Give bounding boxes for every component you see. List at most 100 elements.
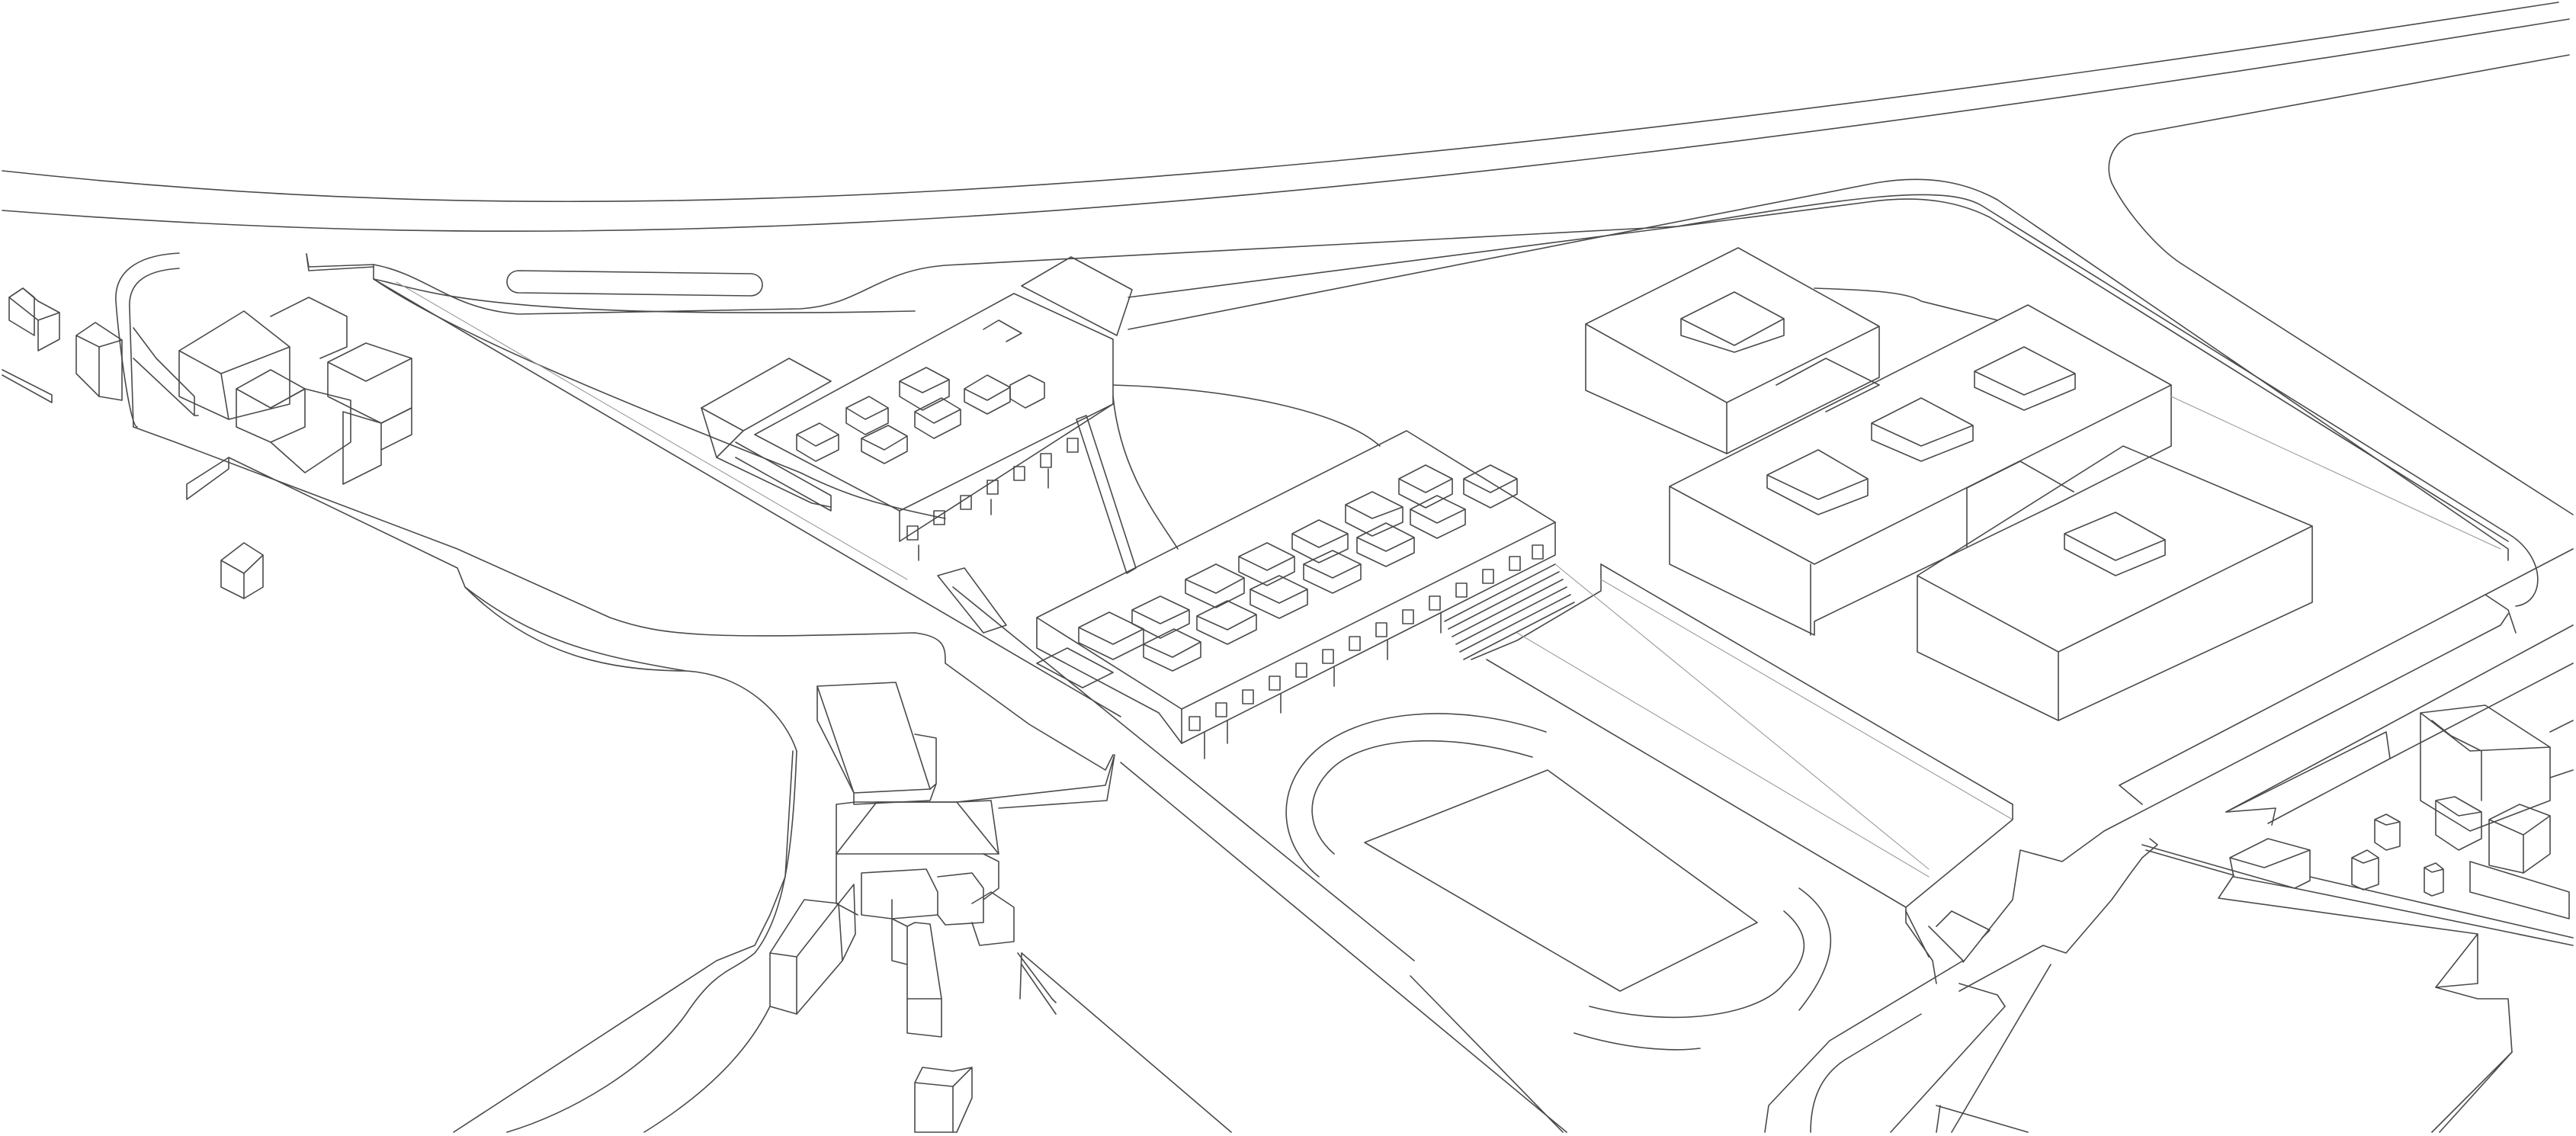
west-corner-curve-2 (133, 358, 199, 416)
field-pitch (1364, 769, 1758, 992)
step (1463, 602, 1575, 660)
upper-wing-windows (906, 438, 1079, 541)
street-lower-edge (1128, 178, 2509, 561)
block-3-roofbox (2064, 512, 2166, 576)
step (1459, 594, 1571, 653)
roof-box-3 (861, 425, 908, 464)
west-road-inner (129, 268, 180, 428)
connecting-ramp (1076, 415, 1137, 574)
block-left-annex (838, 884, 856, 961)
lower-parcel-3 (2439, 1051, 2513, 1133)
block-left (769, 899, 843, 1015)
window (1455, 582, 1468, 598)
roof-box-2 (845, 396, 889, 435)
annex-4 (971, 891, 1015, 946)
misc-connectors (133, 253, 1057, 1015)
house-5 (236, 369, 306, 443)
block-2-inner (1776, 358, 1880, 412)
parcel-edge-3 (1936, 910, 1991, 939)
lower-parcel-4 (1936, 1105, 1941, 1133)
lower-parcel-2 (2435, 933, 2478, 988)
house-9 (380, 407, 412, 451)
west-road-ribbon-2 (373, 278, 946, 519)
lower-roof-box-4 (1185, 563, 1245, 608)
road-edge-3 (2134, 54, 2570, 135)
left-fragment (2, 369, 53, 403)
block-3 (1917, 445, 2313, 721)
annex-2 (937, 872, 984, 926)
tall-building-wing (914, 733, 937, 790)
lower-roof-box-3 (1143, 628, 1201, 672)
window (1402, 609, 1414, 624)
roof-box-6 (964, 374, 1011, 415)
street-right-2 (1951, 964, 2051, 1133)
track-arc-lower-inner (1589, 910, 1805, 1019)
lower-school-wing (1036, 430, 2013, 908)
tall-building-side (816, 685, 937, 805)
upper-left-gate (306, 253, 374, 271)
window (1242, 689, 1254, 704)
lower-wing-windows (1189, 544, 1544, 731)
street-lines (115, 178, 2539, 771)
right-building-1 (2229, 838, 2311, 889)
window (1375, 622, 1387, 637)
window (960, 495, 972, 510)
lower-roof-box-9 (1303, 550, 1362, 594)
small-pavilion (220, 542, 264, 599)
diagonal-line-1 (373, 278, 1121, 717)
house-6 (270, 388, 351, 473)
street-right-1 (1958, 857, 2143, 992)
annex-3 (983, 853, 999, 900)
street-right-4 (1936, 1105, 2029, 1133)
right-road-6 (2309, 876, 2574, 939)
roof-box-4 (899, 367, 950, 411)
lower-center-buildings (453, 682, 1115, 1133)
upper-wing-tail-front (701, 407, 744, 458)
right-building-7 (2488, 804, 2551, 874)
right-building-2 (2225, 731, 2391, 824)
lower-parcel (2145, 849, 2513, 1133)
window (1269, 676, 1281, 691)
road-edge-4 (2108, 133, 2574, 515)
house-3 (178, 310, 290, 420)
lower-roof-box-14 (1463, 464, 1518, 509)
roof-box-8 (983, 319, 1022, 342)
kiosk-3 (2424, 862, 2444, 897)
lower-roof-box-1 (1078, 611, 1144, 660)
track-arc-lower-outer (1798, 887, 1832, 1011)
top-road-curves (2, 2, 2574, 515)
block-2-roofbox-2 (1871, 397, 1974, 462)
annex-1 (861, 868, 938, 919)
bottom-right-town (1764, 548, 2574, 1133)
tall-building-top (816, 682, 931, 794)
stair-steps (1444, 563, 1575, 660)
window (1013, 466, 1025, 481)
window (986, 480, 999, 495)
house-8 (342, 411, 382, 485)
block-2-mid (1966, 460, 2074, 493)
block-2 (1669, 304, 2172, 636)
right-building-4 (2420, 704, 2551, 832)
parcel-edge-1 (1905, 804, 2013, 984)
lower-roof-box-5 (1196, 600, 1257, 645)
diagonal-street-1 (133, 426, 1114, 771)
terrace-line-3 (1554, 563, 1930, 870)
diagonal-street-2 (228, 457, 797, 752)
diagonal-street-3 (464, 586, 687, 672)
upper-wing-roof (754, 293, 1114, 512)
window (933, 510, 945, 525)
lower-roof-box-7 (1250, 575, 1308, 619)
block-2-roofbox-3 (1974, 346, 2076, 411)
track-arc-upper-outer (1285, 713, 1547, 878)
hall-roof (836, 800, 999, 855)
courtyard-arc-2 (1112, 396, 1179, 550)
plaza-edge-2 (2119, 594, 2517, 786)
plaza-edge-3 (2119, 785, 2143, 805)
window (1189, 716, 1201, 731)
right-road-4 (2549, 720, 2574, 733)
tower-a (891, 899, 908, 965)
window (1322, 649, 1334, 664)
parcel-edge-4 (1764, 926, 1964, 1133)
parcel-edge-2 (1905, 910, 1930, 958)
